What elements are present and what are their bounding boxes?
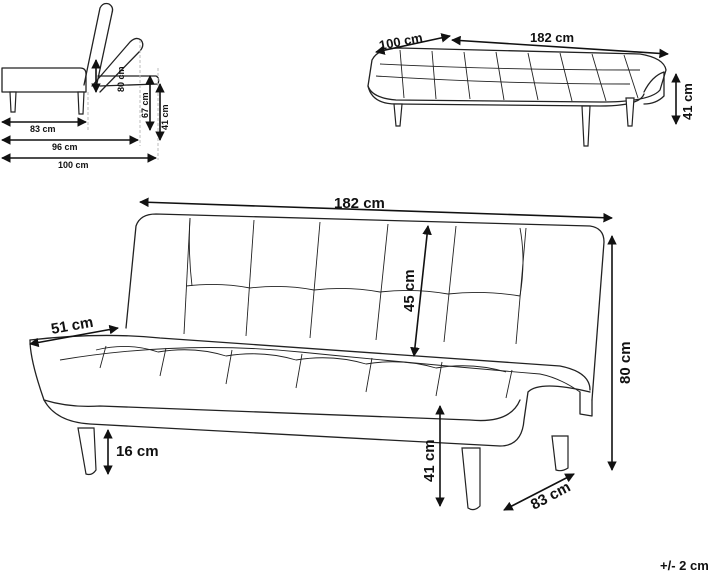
side-profile-view: 80 cm 67 cm 41 cm 83 cm 96 cm 100 cm (1, 2, 170, 170)
sofa-main-view: 182 cm 51 cm 45 cm 80 cm 16 cm 41 cm 83 … (29, 195, 634, 514)
label-main-leg: 16 cm (116, 443, 159, 460)
label-main-seat-height: 41 cm (421, 439, 438, 482)
label-side-41: 41 cm (160, 104, 170, 130)
label-side-67: 67 cm (140, 92, 150, 118)
flat-bed-view: 100 cm 182 cm 41 cm (367, 30, 695, 147)
label-main-depth: 83 cm (528, 479, 574, 514)
label-main-back-height: 45 cm (401, 269, 418, 312)
label-side-100: 100 cm (58, 160, 89, 170)
label-main-width: 182 cm (334, 195, 385, 212)
label-side-80: 80 cm (116, 66, 126, 92)
label-side-83: 83 cm (30, 124, 56, 134)
label-side-96: 96 cm (52, 142, 78, 152)
label-main-seat-depth: 51 cm (50, 314, 95, 338)
label-bed-width: 182 cm (530, 30, 574, 45)
label-main-height: 80 cm (617, 341, 634, 384)
tolerance-note: +/- 2 cm (660, 558, 709, 573)
label-bed-depth: 100 cm (378, 30, 424, 53)
label-bed-height: 41 cm (680, 83, 695, 120)
